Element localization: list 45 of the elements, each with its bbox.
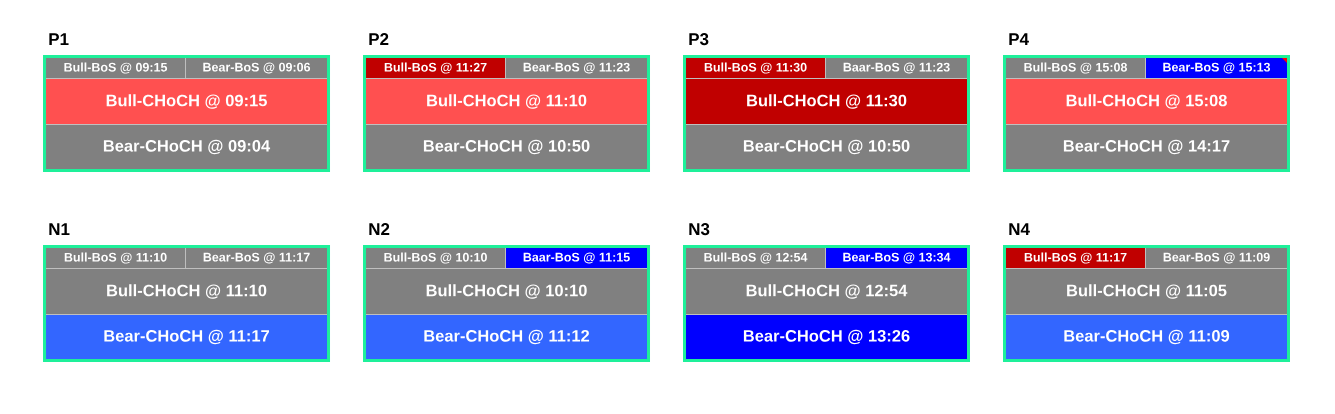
panel-title: P2 xyxy=(369,33,389,45)
header-cell: Bull-BoS @ 09:15 xyxy=(46,58,185,78)
panel-title: N2 xyxy=(369,223,390,235)
node-label: Bull-BoS @ 10:10 xyxy=(384,252,487,264)
header-cell: Bull-BoS @ 11:17 xyxy=(1006,248,1145,268)
panel-title: N4 xyxy=(1009,223,1030,235)
node-label: Bull-BoS @ 09:15 xyxy=(64,62,168,74)
header-cell: Baar-BoS @ 11:15 xyxy=(506,248,647,268)
header-cell: Bull-BoS @ 12:54 xyxy=(686,248,825,268)
header-cell: Bear-BoS @ 11:09 xyxy=(1146,248,1287,268)
node-label: Bear-BoS @ 11:17 xyxy=(203,252,310,264)
table-cell: Bear-CHoCH @ 11:17 xyxy=(46,315,327,359)
table-cell: Bear-CHoCH @ 14:17 xyxy=(1006,125,1287,169)
panel-title: N3 xyxy=(689,223,710,236)
header-cell: Bear-BoS @ 09:06 xyxy=(186,58,327,78)
header-cell: Bear-BoS @ 13:34 xyxy=(826,248,967,268)
table-cell: Bull-CHoCH @ 09:15 xyxy=(46,79,327,124)
header-cell: Bull-BoS @ 11:10 xyxy=(46,248,185,268)
node-label: Bull-CHoCH @ 11:10 xyxy=(107,284,267,299)
header-cell: Bull-BoS @ 11:30 xyxy=(686,58,825,78)
header-cell: Bull-BoS @ 15:08 xyxy=(1006,58,1145,78)
panel-title: P4 xyxy=(1009,33,1029,45)
table-cell: Bear-CHoCH @ 13:26 xyxy=(686,315,967,359)
panel-title: P3 xyxy=(689,33,709,46)
table-cell: Bear-CHoCH @ 11:12 xyxy=(366,315,647,359)
node-label: Bear-BoS @ 11:09 xyxy=(1163,252,1270,264)
table-cell: Bull-CHoCH @ 15:08 xyxy=(1006,79,1287,124)
node-label: Bull-CHoCH @ 11:05 xyxy=(1067,284,1227,299)
header-cell: Bear-BoS @ 11:23 xyxy=(506,58,647,78)
table-cell: Bear-CHoCH @ 10:50 xyxy=(366,125,647,169)
header-cell: Bull-BoS @ 10:10 xyxy=(366,248,505,268)
node-label: Bull-BoS @ 12:54 xyxy=(704,252,808,264)
header-cell: Baar-BoS @ 11:23 xyxy=(826,58,967,78)
header-cell: Bear-BoS @ 11:17 xyxy=(186,248,327,268)
panel-title: P1 xyxy=(49,33,69,45)
node-label: Bull-BoS @ 11:10 xyxy=(64,252,167,264)
node-label: Bull-BoS @ 11:30 xyxy=(704,62,807,74)
table-cell: Bull-CHoCH @ 11:10 xyxy=(366,79,647,124)
node-label: Bear-BoS @ 09:06 xyxy=(203,62,311,74)
table-cell: Bear-CHoCH @ 09:04 xyxy=(46,125,327,169)
panel-title: N1 xyxy=(49,223,70,235)
table-cell: Bear-CHoCH @ 11:09 xyxy=(1006,315,1287,359)
header-cell: Bull-BoS @ 11:27 xyxy=(366,58,505,78)
table-cell: Bear-CHoCH @ 10:50 xyxy=(686,125,967,169)
header-cell: Bear-BoS @ 15:13 xyxy=(1146,58,1287,78)
